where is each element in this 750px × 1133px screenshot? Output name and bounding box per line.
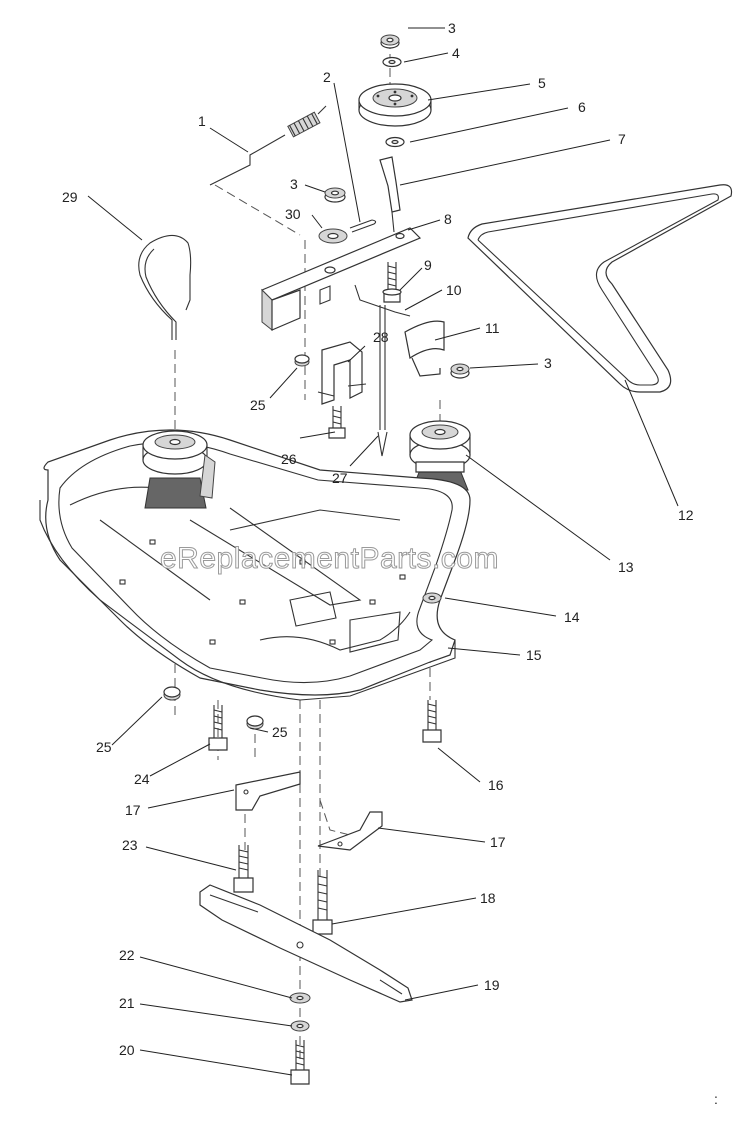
callout-26: 26: [281, 451, 297, 467]
callout-21: 21: [119, 995, 135, 1011]
part-5-idler-pulley: [358, 83, 432, 127]
part-24-bolt: [208, 705, 228, 751]
callout-8: 8: [444, 211, 452, 227]
part-20-blade-bolt: [290, 1040, 310, 1085]
callout-15: 15: [526, 647, 542, 663]
callout-22: 22: [119, 947, 135, 963]
callout-1: 1: [198, 113, 206, 129]
callout-19: 19: [484, 977, 500, 993]
part-22-washer: [289, 992, 311, 1004]
callout-10: 10: [446, 282, 462, 298]
callout-24: 24: [134, 771, 150, 787]
part-2-hairpin: [349, 219, 377, 233]
part-17-baffle-right: [317, 811, 383, 851]
part-30-spacer-washer: [318, 228, 348, 244]
callout-29: 29: [62, 189, 78, 205]
watermark-text: eReplacementParts.com: [160, 542, 499, 575]
part-12-drive-belt: [467, 184, 733, 393]
callout-3-right: 3: [544, 355, 552, 371]
callout-25-lower-left: 25: [96, 739, 112, 755]
callout-2: 2: [323, 69, 331, 85]
part-16-bolt: [422, 700, 442, 743]
callout-6: 6: [578, 99, 586, 115]
part-4-washer: [382, 56, 402, 68]
part-9-bolt: [382, 262, 402, 303]
part-25-nut-lower-left: [163, 686, 181, 701]
callout-18: 18: [480, 890, 496, 906]
part-13-spindle-assembly: [409, 420, 471, 491]
callout-3-top: 3: [448, 20, 456, 36]
callout-16: 16: [488, 777, 504, 793]
part-25-nut-lower-center: [246, 715, 264, 730]
callout-28: 28: [373, 329, 389, 345]
callout-7: 7: [618, 131, 626, 147]
callout-17-left: 17: [125, 802, 141, 818]
part-28-bracket: [317, 341, 367, 405]
callout-9: 9: [424, 257, 432, 273]
callout-14: 14: [564, 609, 580, 625]
part-17-baffle-left: [235, 771, 301, 811]
part-3-nut-top: [380, 34, 400, 49]
callout-30: 30: [285, 206, 301, 222]
part-6-washer: [385, 136, 405, 148]
part-21-lock-washer: [290, 1020, 310, 1032]
part-25-nut-upper: [294, 354, 310, 367]
part-11-belt-guide: [404, 320, 445, 377]
corner-mark: :: [714, 1091, 718, 1107]
part-7-idler-stud: [379, 156, 401, 233]
callout-4: 4: [452, 45, 460, 61]
callout-23: 23: [122, 837, 138, 853]
callout-12: 12: [678, 507, 694, 523]
callout-5: 5: [538, 75, 546, 91]
part-18-spindle-bolt: [312, 870, 333, 935]
callout-13: 13: [618, 559, 634, 575]
part-19-blade: [199, 884, 413, 1003]
callout-17-right: 17: [490, 834, 506, 850]
part-29-wire-guard: [138, 234, 192, 340]
part-23-spindle-bolt: [233, 845, 254, 893]
part-3-nut-left: [324, 187, 346, 203]
callout-20: 20: [119, 1042, 135, 1058]
callout-3-left: 3: [290, 176, 298, 192]
left-spindle-pulley: [142, 430, 216, 509]
callout-labels: 1 2 3 4 5 6 7 3 30 8 9 10 11 3 12 13 14 …: [62, 20, 694, 1058]
callout-11: 11: [485, 320, 500, 336]
part-26-bolt: [328, 406, 346, 439]
leader-lines: [87, 27, 679, 1076]
part-14-washer: [422, 592, 442, 604]
part-8-idler-bracket: [260, 227, 422, 332]
part-3-nut-right: [450, 363, 470, 379]
callout-27: 27: [332, 470, 348, 486]
callout-25-lower-center: 25: [272, 724, 288, 740]
part-1-spring: [209, 105, 327, 186]
callout-25-upper: 25: [250, 397, 266, 413]
part-10-link-rod: [354, 284, 411, 317]
part-27-pin: [377, 305, 388, 457]
